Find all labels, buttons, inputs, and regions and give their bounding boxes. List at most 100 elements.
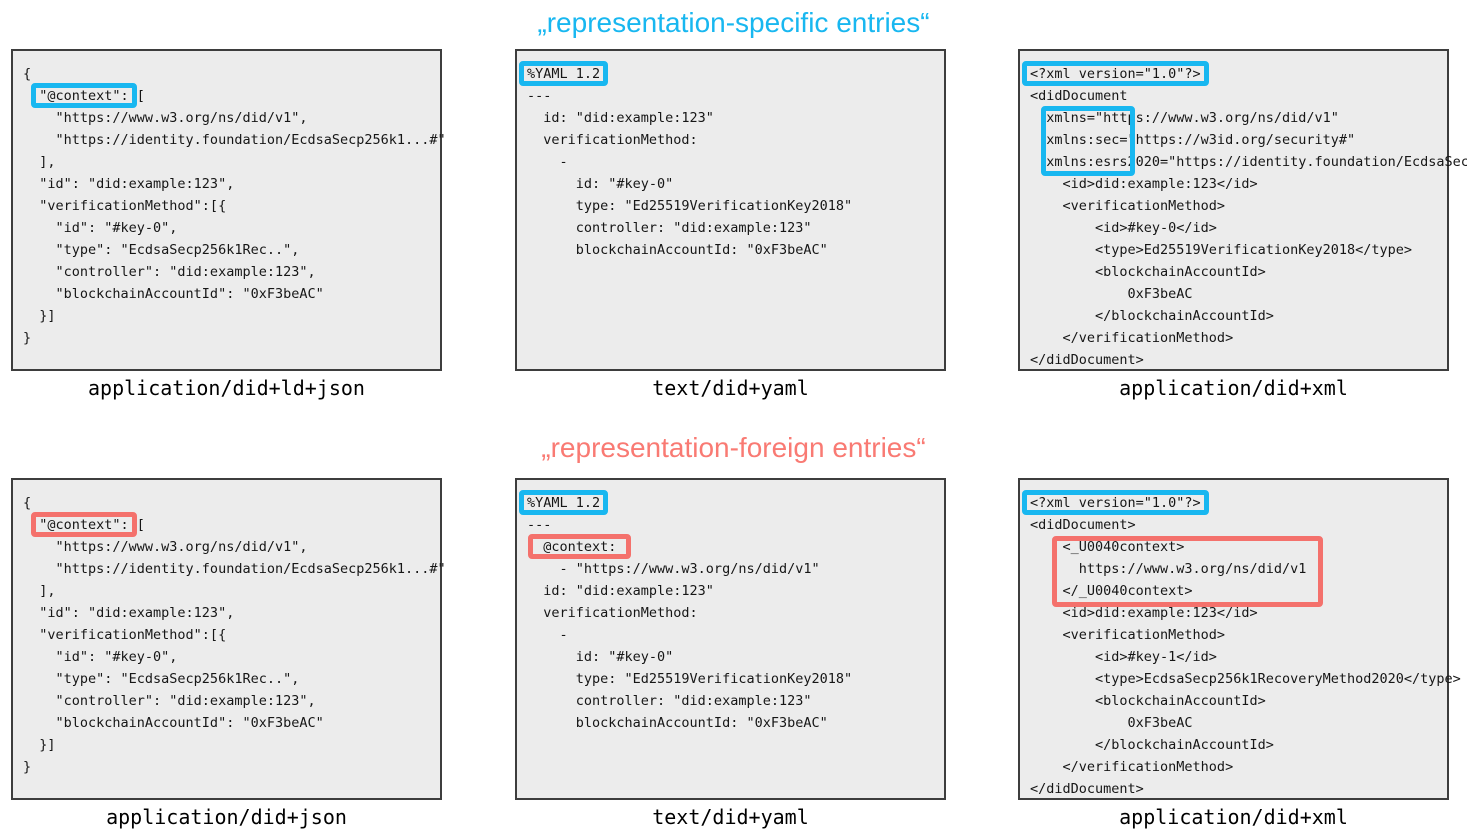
code-line: "https://identity.foundation/EcdsaSecp25… [23, 129, 446, 151]
code-text [23, 517, 39, 533]
code-text: ], [23, 154, 56, 170]
heading-representation-foreign: „representation-foreign entries“ [541, 432, 926, 463]
code-text: </didDocument> [1030, 781, 1144, 797]
code-text: <verificationMethod> [1030, 198, 1226, 214]
code-text: "https://identity.foundation/EcdsaSecp25… [23, 132, 446, 148]
code-text: <id>did:example:123</id> [1030, 605, 1258, 621]
code-block-did-json: { "@context": [ "https://www.w3.org/ns/d… [13, 480, 446, 798]
code-text: "id": "did:example:123", [23, 605, 235, 621]
code-line: "@context": [ [23, 514, 440, 536]
code-line: { [23, 492, 440, 514]
code-line: id: "#key-0" [527, 646, 944, 668]
code-line: <?xml version="1.0"?> [1030, 63, 1447, 85]
code-line: } [23, 756, 440, 778]
code-text: https://www.w3.org/ns/did/v1 [1030, 561, 1307, 577]
code-line: "@context": [ [23, 85, 440, 107]
code-line: <type>Ed25519VerificationKey2018</type> [1030, 239, 1447, 261]
code-text: "id": "did:example:123", [23, 176, 235, 192]
code-text: 0xF3beAC [1030, 286, 1193, 302]
code-line: } [23, 327, 440, 349]
mime-label-did-yaml-specific: text/did+yaml [652, 376, 809, 400]
code-line: <id>#key-0</id> [1030, 217, 1447, 239]
panel-did-yaml-foreign: %YAML 1.2 --- @context: - "https://www.w3… [515, 478, 946, 800]
code-text: [ [128, 517, 145, 533]
code-text: verificationMethod: [527, 605, 698, 621]
code-line: %YAML 1.2 [527, 63, 944, 85]
mime-label-did-json: application/did+json [106, 805, 347, 829]
code-text: controller: "did:example:123" [527, 220, 812, 236]
code-text: - "https://www.w3.org/ns/did/v1" [527, 561, 820, 577]
code-line: </verificationMethod> [1030, 327, 1447, 349]
code-text: </_U0040context> [1030, 583, 1193, 599]
code-line: "id": "did:example:123", [23, 602, 440, 624]
code-text: "type": "EcdsaSecp256k1Rec..", [23, 242, 300, 258]
code-text: { [23, 495, 32, 511]
code-line: "blockchainAccountId": "0xF3beAC" [23, 283, 440, 305]
code-line: id: "#key-0" [527, 173, 944, 195]
code-line: </blockchainAccountId> [1030, 305, 1447, 327]
code-line: type: "Ed25519VerificationKey2018" [527, 195, 944, 217]
code-text: verificationMethod: [527, 132, 698, 148]
code-text: "blockchainAccountId": "0xF3beAC" [23, 715, 324, 731]
code-line: }] [23, 734, 440, 756]
code-line: type: "Ed25519VerificationKey2018" [527, 668, 944, 690]
code-line: <type>EcdsaSecp256k1RecoveryMethod2020</… [1030, 668, 1461, 690]
code-line: "controller": "did:example:123", [23, 261, 440, 283]
code-line: <id>did:example:123</id> [1030, 173, 1447, 195]
code-text: </verificationMethod> [1030, 759, 1234, 775]
code-text: blockchainAccountId: "0xF3beAC" [527, 715, 828, 731]
code-text: { [23, 66, 32, 82]
red-highlight-box: @context: [543, 539, 617, 555]
code-line: "id": "#key-0", [23, 646, 440, 668]
code-text: type: "Ed25519VerificationKey2018" [527, 671, 853, 687]
code-line: "verificationMethod":[{ [23, 195, 440, 217]
code-text: </verificationMethod> [1030, 330, 1234, 346]
code-line: </verificationMethod> [1030, 756, 1447, 778]
code-line: - [527, 624, 944, 646]
code-text [527, 539, 543, 555]
cyan-highlight-box: <?xml version="1.0"?> [1030, 495, 1201, 511]
code-block-did-xml-specific: <?xml version="1.0"?><didDocument xmlns=… [1020, 51, 1467, 369]
code-line: <blockchainAccountId> [1030, 690, 1447, 712]
code-text: "https://identity.foundation/EcdsaSecp25… [23, 561, 446, 577]
code-text: "verificationMethod":[{ [23, 627, 227, 643]
code-line: "https://www.w3.org/ns/did/v1", [23, 536, 440, 558]
code-text: id: "#key-0" [527, 649, 674, 665]
code-line: "id": "#key-0", [23, 217, 440, 239]
mime-label-did-xml-foreign: application/did+xml [1119, 805, 1348, 829]
code-line: "id": "did:example:123", [23, 173, 440, 195]
code-text: } [23, 759, 32, 775]
code-line: @context: [527, 536, 944, 558]
code-line: "controller": "did:example:123", [23, 690, 440, 712]
code-line: xmlns="https://www.w3.org/ns/did/v1" [1030, 107, 1447, 129]
mime-label-did-ld-json: application/did+ld+json [88, 376, 365, 400]
code-text: [ [128, 88, 145, 104]
code-line: blockchainAccountId: "0xF3beAC" [527, 239, 944, 261]
code-block-did-xml-foreign: <?xml version="1.0"?><didDocument> <_U00… [1020, 480, 1461, 798]
code-line: <didDocument [1030, 85, 1447, 107]
code-text: <id>#key-1</id> [1030, 649, 1217, 665]
mime-label-did-yaml-foreign: text/did+yaml [652, 805, 809, 829]
code-line: <id>did:example:123</id> [1030, 602, 1447, 624]
code-line: <_U0040context> [1030, 536, 1447, 558]
code-line: xmlns:sec="https://w3id.org/security#" [1030, 129, 1447, 151]
code-text: xmlns:esrs2020="https://identity.foundat… [1030, 154, 1467, 170]
code-text: 0xF3beAC [1030, 715, 1193, 731]
code-text: "verificationMethod":[{ [23, 198, 227, 214]
code-line: %YAML 1.2 [527, 492, 944, 514]
code-text: id: "#key-0" [527, 176, 674, 192]
code-line: <verificationMethod> [1030, 624, 1447, 646]
code-text [23, 88, 39, 104]
code-text: ], [23, 583, 56, 599]
code-line: verificationMethod: [527, 602, 944, 624]
code-text: "id": "#key-0", [23, 220, 178, 236]
code-text: --- [527, 517, 552, 533]
code-line: "https://www.w3.org/ns/did/v1", [23, 107, 440, 129]
cyan-highlight-box: "@context": [39, 88, 129, 104]
red-highlight-box: "@context": [39, 517, 129, 533]
code-text: </didDocument> [1030, 352, 1144, 368]
code-text: blockchainAccountId: "0xF3beAC" [527, 242, 828, 258]
code-line: </_U0040context> [1030, 580, 1447, 602]
code-text: <_U0040context> [1030, 539, 1185, 555]
